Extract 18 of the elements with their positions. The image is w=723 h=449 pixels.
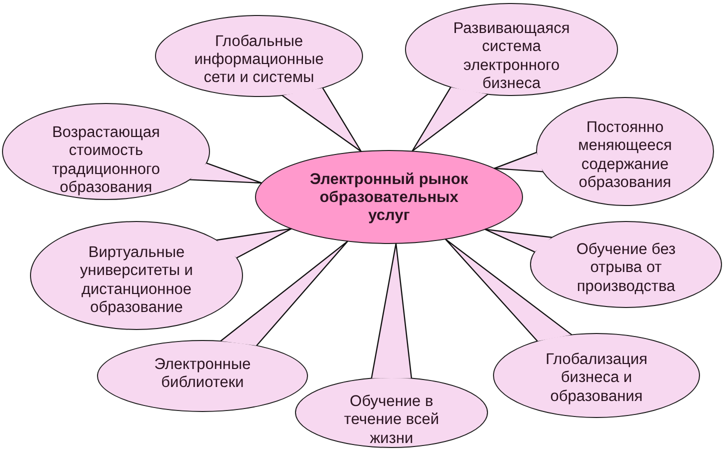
bubble-text: Обучение в течение всей жизни (343, 393, 440, 448)
bubble-text: Постоянно меняющееся содержание образования (577, 118, 673, 192)
bubble-text: Электронные библиотеки (153, 356, 252, 392)
hub-title: Электронный рынок образовательных услуг (308, 170, 470, 226)
bubble-text: Виртуальные университеты и дистанционное образование (79, 244, 194, 318)
bubble-text: Возрастающая стоимость традиционного образования (51, 124, 161, 198)
callout-tail (370, 242, 412, 379)
callout-tail (282, 87, 362, 152)
bubble-text: Глобальные информационные сети и системы (193, 32, 325, 88)
callout-tail (220, 240, 348, 346)
callout-tail (189, 162, 262, 184)
callout-tail (444, 238, 572, 342)
callout-tail (484, 228, 552, 252)
bubble-text: Развивающаяся система электронного бизнеса (452, 20, 571, 94)
bubble-text: Обучение без отрыва от производства (575, 241, 677, 296)
callout-tail (216, 228, 292, 258)
bubble-text: Глобализация бизнеса и образования (544, 351, 648, 406)
callout-tail (494, 152, 544, 172)
